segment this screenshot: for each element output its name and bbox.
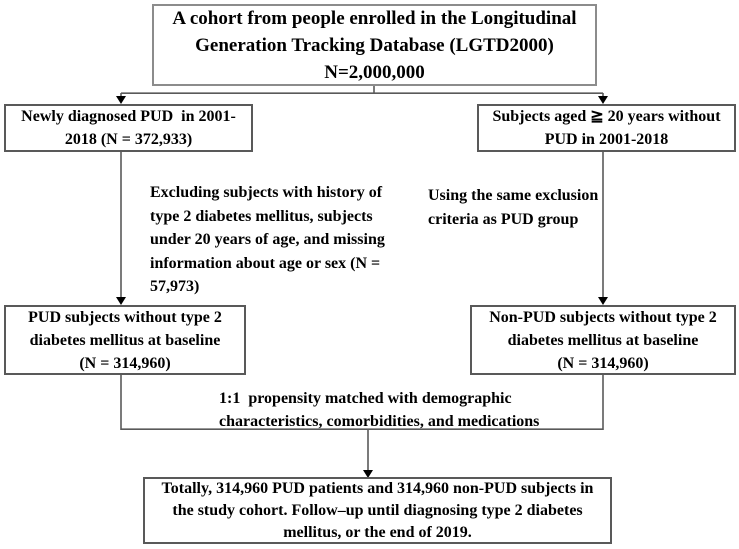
- title-branch-connector: [116, 86, 608, 104]
- pud-baseline-line: diabetes mellitus at baseline: [29, 331, 221, 349]
- final-cohort-line: mellitus, or the end of 2019.: [283, 523, 472, 541]
- pud-baseline-line: PUD subjects without type 2: [28, 308, 222, 326]
- exclusion-left-note: Excluding subjects with history of type …: [150, 181, 408, 299]
- title-line: Generation Tracking Database (LGTD2000): [195, 34, 554, 56]
- arrow-down-icon: [116, 96, 126, 104]
- title-line: A cohort from people enrolled in the Lon…: [172, 7, 577, 29]
- nonpud-baseline-count: (N = 314,960): [557, 354, 649, 372]
- exclusion-right-line: Using the same exclusion: [428, 187, 599, 204]
- pud-baseline-count: (N = 314,960): [79, 354, 171, 372]
- exclusion-left-line: type 2 diabetes mellitus, subjects: [150, 207, 373, 225]
- exclusion-left-line: under 20 years of age, and missing: [150, 231, 385, 248]
- arrow-down-icon: [598, 297, 608, 305]
- nonpud-baseline-box: Non-PUD subjects without type 2 diabetes…: [470, 305, 736, 375]
- nonpud-baseline-line: Non-PUD subjects without type 2: [489, 308, 717, 326]
- exclusion-left-line: information about age or sex (N =: [150, 254, 381, 272]
- final-cohort-line: the study cohort. Follow–up until diagno…: [172, 501, 583, 519]
- exclusion-right-note: Using the same exclusion criteria as PUD…: [428, 184, 618, 231]
- pud-baseline-box: PUD subjects without type 2 diabetes mel…: [4, 305, 246, 375]
- exclusion-left-line: Excluding subjects with history of: [150, 184, 383, 201]
- pud-initial-box: Newly diagnosed PUD in 2001- 2018 (N = 3…: [4, 104, 253, 152]
- pud-exclusion-arrow: [116, 152, 126, 305]
- exclusion-right-line: criteria as PUD group: [428, 210, 579, 228]
- nonpud-initial-line: Subjects aged ≧ 20 years without: [492, 108, 721, 125]
- matching-note: 1:1 propensity matched with demographic …: [219, 387, 539, 433]
- pud-initial-line: Newly diagnosed PUD in 2001-: [21, 108, 236, 125]
- nonpud-baseline-line: diabetes mellitus at baseline: [507, 331, 699, 349]
- final-cohort-box: Totally, 314,960 PUD patients and 314,96…: [143, 477, 612, 544]
- arrow-down-icon: [598, 96, 608, 104]
- matching-line: characteristics, comorbidities, and medi…: [219, 413, 540, 430]
- nonpud-initial-box: Subjects aged ≧ 20 years without PUD in …: [477, 104, 736, 152]
- title-count: N=2,000,000: [324, 61, 425, 83]
- nonpud-initial-line: PUD in 2001-2018: [544, 131, 669, 148]
- arrow-down-icon: [116, 297, 126, 305]
- matching-line: 1:1 propensity matched with demographic: [219, 390, 512, 407]
- final-cohort-line: Totally, 314,960 PUD patients and 314,96…: [161, 479, 594, 497]
- exclusion-left-line: 57,973): [150, 278, 200, 295]
- title-box: A cohort from people enrolled in the Lon…: [152, 4, 597, 86]
- pud-initial-line: 2018 (N = 372,933): [64, 131, 193, 148]
